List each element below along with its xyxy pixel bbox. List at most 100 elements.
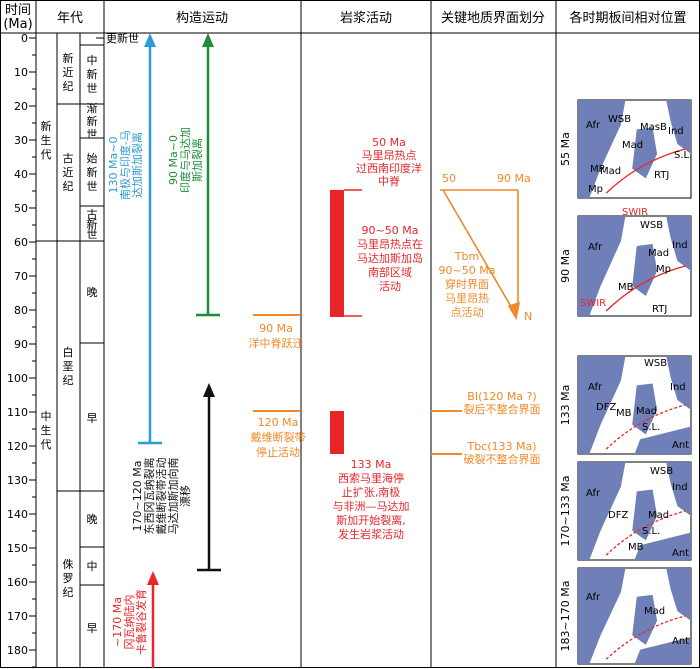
- text-line: 马里昂热点: [362, 149, 417, 162]
- africa-plate: [578, 568, 626, 664]
- text-line: 洋中脊跃迁: [249, 336, 304, 350]
- india-plate: [666, 216, 691, 271]
- africa-plate: [578, 216, 626, 316]
- plate-label: Mad: [644, 606, 665, 617]
- plate-label: WSB: [608, 114, 631, 125]
- plate-label: Mp: [656, 264, 671, 275]
- text-line: 马里昂热点在: [357, 238, 423, 251]
- time-tick-label: 0: [21, 32, 28, 45]
- vertical-char: 世: [87, 128, 98, 141]
- epoch-eocene: 始新世: [87, 151, 98, 193]
- text-line: 过西南印度洋: [356, 161, 422, 175]
- vertical-char: 世: [87, 228, 98, 241]
- rotated-line: 卡鲁裂谷发育: [134, 589, 148, 655]
- period-jurassic: 侏罗纪: [63, 558, 74, 599]
- tbm-label-90: 90 Ma: [497, 172, 531, 185]
- rotated-line: 印度与马达加: [178, 127, 192, 193]
- epoch-late-cretaceous: 晚: [87, 286, 98, 299]
- antarctica-plate: [634, 637, 691, 664]
- vertical-char: 近: [63, 66, 74, 79]
- vertical-char: 生: [41, 133, 52, 147]
- vertical-char: 新: [87, 217, 98, 231]
- hotspot-bracket: [344, 189, 362, 317]
- plate-label: Ant: [672, 636, 689, 647]
- plate-label: Ant: [672, 440, 689, 451]
- plate-label: WSB: [644, 358, 667, 369]
- text-line: Tbc(133 Ma): [466, 440, 536, 453]
- header-era: 年代: [57, 11, 83, 26]
- era-labels: 新生代 中生代 新近纪 古近纪 白垩纪 侏罗纪 中新世 渐新世 始新世 古新世 …: [41, 51, 98, 635]
- plate-label: S.L.: [674, 150, 692, 161]
- plate-label: RTJ: [652, 304, 667, 315]
- madagascar-plate: [632, 594, 658, 645]
- text-line: 活动: [379, 280, 401, 293]
- rotated-line: 130 Ma~0: [107, 137, 120, 194]
- text-line: 中脊: [378, 174, 400, 188]
- time-tick-label: 170: [7, 610, 28, 623]
- text-line: 止扩张,南极: [342, 485, 401, 499]
- vertical-char: 古: [87, 208, 98, 221]
- epoch-pleistocene: 更新世: [106, 31, 139, 45]
- india-plate: [666, 356, 691, 410]
- plate-label: Ind: [670, 382, 686, 393]
- text-line: 停止活动: [256, 445, 300, 459]
- vertical-char: 纪: [63, 80, 74, 93]
- plate-label: Afr: [588, 382, 603, 393]
- plate-label: SWIR: [622, 207, 648, 218]
- vertical-char: 新: [87, 114, 98, 128]
- rotated-line: 170~120 Ma: [131, 461, 144, 532]
- plate-label: Mad: [622, 140, 643, 151]
- time-tick-label: 60: [14, 236, 28, 249]
- period-neogene: 新近纪: [63, 51, 74, 93]
- plate-label: Afr: [586, 592, 601, 603]
- vertical-char: 近: [63, 166, 74, 179]
- vertical-char: 世: [87, 180, 98, 193]
- epoch-miocene: 中新世: [87, 54, 98, 95]
- plate-label: RTJ: [654, 170, 669, 181]
- plate-label: Mad: [636, 406, 657, 417]
- text-line: BI(120 Ma ?): [467, 390, 536, 403]
- text-line: 裂后不整合界面: [464, 402, 541, 416]
- plate-label: Ind: [672, 240, 688, 251]
- time-tick-label: 150: [7, 542, 28, 555]
- vertical-char: 始: [87, 151, 98, 165]
- india-plate: [666, 568, 691, 621]
- vertical-char: 新: [87, 67, 98, 81]
- plate-label: WSB: [650, 466, 673, 477]
- plate-label: SWIR: [580, 298, 606, 309]
- epoch-oligocene: 渐新世: [87, 101, 98, 141]
- plate-label: Mad: [648, 510, 669, 521]
- rotated-line: 达加斯加裂离: [130, 132, 144, 198]
- text-line: 西索马里海停: [338, 471, 404, 485]
- text-line: 破裂不整合界面: [464, 452, 541, 466]
- time-tick-label: 130: [7, 474, 28, 487]
- header-magmatic: 岩浆活动: [340, 11, 392, 26]
- time-tick-label: 40: [14, 168, 28, 181]
- time-tick-label: 100: [7, 372, 28, 385]
- madagascar-plate: [632, 383, 658, 435]
- time-tick-label: 30: [14, 134, 28, 147]
- rotated-line: 冈瓦纳陆内: [122, 595, 136, 650]
- plate-label: WSB: [640, 220, 663, 231]
- plate-label: Mad: [648, 248, 669, 259]
- plate-label: Afr: [586, 488, 601, 499]
- rotated-line: ~170 Ma: [111, 597, 124, 647]
- time-tick-label: 20: [14, 100, 28, 113]
- time-tick-label: 140: [7, 508, 28, 521]
- text-line: 马里昂热: [445, 292, 489, 305]
- plate-label: Mp: [588, 184, 603, 195]
- epoch-early-jurassic: 早: [87, 622, 98, 635]
- rotated-line: 斯加裂离: [190, 138, 204, 182]
- rift-line: [605, 148, 686, 194]
- plate-map-age: 90 Ma: [559, 249, 572, 283]
- plate-label: Ant: [672, 548, 689, 559]
- epoch-late-jurassic: 晚: [87, 513, 98, 526]
